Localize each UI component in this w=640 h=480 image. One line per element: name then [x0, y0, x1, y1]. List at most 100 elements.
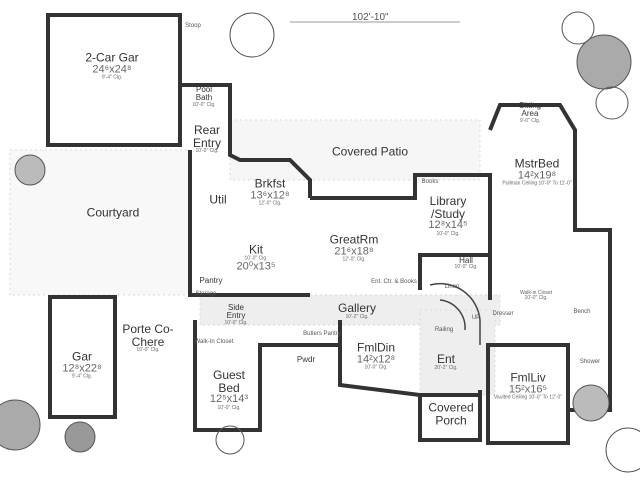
room-dim: 12⁸x22⁸ — [62, 361, 102, 374]
room-note: 9'-4" Clg. — [71, 373, 93, 380]
stair — [429, 282, 481, 345]
room-name: 2-Car Gar — [85, 50, 139, 65]
room-name: Library /Study — [429, 194, 467, 221]
shrub-icon — [572, 384, 610, 422]
room-dim: 15²x16⁵ — [508, 382, 548, 395]
walk-in-closet-label: Walk-In Closet — [194, 339, 234, 345]
room-name: Pantry — [199, 275, 223, 285]
room-dim: 21⁶x18⁸ — [334, 244, 374, 257]
gar-walls — [48, 295, 117, 419]
tree-icon — [229, 12, 275, 58]
room-name: Gar — [71, 349, 93, 364]
room-name: Covered Patio — [331, 144, 409, 159]
room-pantry: Pantry — [199, 275, 223, 285]
ent-ctr-label: Ent. Ctr. & Books — [371, 279, 417, 285]
shrub-icon — [0, 399, 41, 451]
room-powder: Pwdr — [297, 355, 315, 364]
butlers-pantry-label: Butlers Pantry — [303, 331, 341, 337]
room-note: 9'-4" Clg. — [101, 74, 123, 81]
room-covered-patio: Covered Patio — [332, 146, 408, 159]
room-dim: 24⁶x24⁸ — [92, 62, 132, 75]
room-name: Ent — [436, 352, 455, 367]
room-dim: 12⁸x14⁵ — [428, 219, 468, 232]
room-note: 10'-0" Clg. — [192, 101, 216, 108]
room-name: Walk-in Closet — [519, 289, 553, 296]
room-note: 12'-0" Clg. — [258, 200, 282, 207]
room-dim: 12⁵x14³ — [209, 393, 249, 406]
room-covered-porch: Covered Porch — [424, 401, 479, 426]
room-note: 10'-0" Clg. — [195, 147, 219, 154]
garage-walls — [46, 13, 182, 147]
room-dim: 20⁰x13⁵ — [236, 260, 276, 273]
fmlliv-walls — [486, 343, 570, 445]
dresser-label: Dresser — [492, 311, 514, 317]
room-dim: 14²x12⁸ — [356, 352, 396, 365]
room-note: 10'-0" Clg. — [244, 254, 268, 261]
room-note: 10'-0" Clg. — [217, 404, 241, 411]
tree-icon — [561, 11, 595, 45]
room-note: 10'-0" Clg. — [524, 295, 548, 301]
railing-label: Railing — [434, 327, 454, 333]
landscaping — [0, 11, 640, 473]
room-name: Util — [209, 192, 227, 207]
shrub-icon — [64, 421, 96, 453]
room-name: MstrBed — [514, 156, 560, 171]
room-note: Vaulted Ceiling 10'-0" To 12'-0" — [493, 394, 563, 401]
room-name: Courtyard — [86, 205, 140, 220]
room-dim: 14²x19⁸ — [517, 168, 557, 181]
shower-label: Shower — [579, 359, 601, 365]
room-name: Guest Bed — [212, 368, 245, 395]
room-dim: 13⁶x12⁸ — [250, 188, 290, 201]
room-name: FmlDin — [357, 340, 395, 355]
room-note: 10'-0" Clg. — [454, 264, 478, 271]
room-name: Side Entry — [226, 302, 246, 321]
room-note: 9'-0" Clg. — [519, 117, 541, 124]
room-utility: Util — [209, 194, 226, 207]
books-label: Books — [421, 179, 439, 185]
room-note: 20'-2" Clg. — [434, 364, 458, 371]
entry-area — [419, 309, 496, 396]
shrub-icon — [14, 154, 46, 186]
tree-icon — [595, 86, 629, 120]
walls — [46, 13, 612, 445]
room-courtyard: Courtyard — [87, 207, 140, 220]
room-name: Pool Bath — [195, 84, 213, 103]
room-note: 10'-2" Clg. — [345, 313, 369, 320]
storage-label: Storage — [195, 291, 217, 297]
tree-icon — [605, 427, 640, 473]
room-name: FmlLiv — [510, 370, 546, 385]
room-name: Gallery — [337, 301, 377, 316]
room-name: Covered Porch — [428, 400, 474, 427]
bench-label: Bench — [573, 309, 591, 315]
room-name: GreatRm — [329, 232, 379, 247]
room-note: 10'-0" Clg. — [364, 364, 388, 371]
room-note: 12'-0" Clg. — [342, 256, 366, 263]
room-name: Rear Entry — [192, 122, 221, 150]
room-name: Sitting Area — [518, 100, 542, 119]
room-name: Brkfst — [254, 176, 286, 191]
room-note: Pullman Ceiling 10'-0" To 11'-0" — [502, 180, 572, 187]
linen-label: Linen — [444, 284, 460, 290]
room-note: 10'-0" Clg. — [436, 230, 460, 237]
tree-icon — [215, 425, 245, 455]
